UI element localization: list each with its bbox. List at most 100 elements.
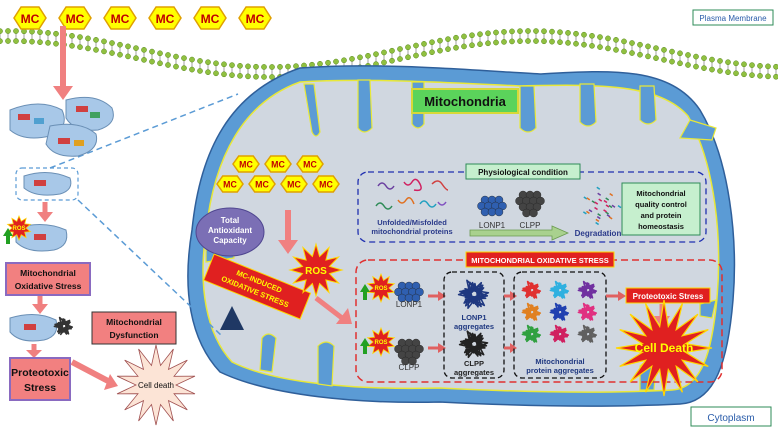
lipid-head-inner bbox=[589, 42, 595, 49]
clpp-agg-arrowhead bbox=[438, 343, 446, 353]
lipid-head-outer bbox=[757, 62, 763, 69]
lipid-head-inner bbox=[5, 38, 11, 44]
plasma-membrane-box bbox=[692, 9, 774, 26]
stress-title-box bbox=[465, 251, 615, 268]
lipid-head-inner bbox=[125, 53, 131, 60]
degraded-fragment bbox=[605, 204, 610, 208]
mc-down-arrowhead bbox=[278, 240, 298, 254]
lipid-head-outer bbox=[293, 63, 299, 69]
lipid-head-inner bbox=[261, 74, 267, 80]
lipid-head-inner bbox=[741, 71, 747, 78]
lipid-head-inner bbox=[525, 38, 531, 44]
mito-agg-arrowhead-2 bbox=[510, 343, 517, 353]
lipid-head-outer bbox=[93, 37, 99, 43]
ros-large-label: ROS bbox=[305, 266, 327, 277]
lipid-head-outer bbox=[525, 28, 531, 34]
antioxidant-line-3: Capacity bbox=[213, 236, 247, 245]
mc-hexagon: MC bbox=[264, 155, 292, 173]
lipid-head-inner bbox=[565, 40, 571, 46]
lipid-head-inner bbox=[133, 55, 139, 61]
balance-triangle bbox=[220, 306, 244, 330]
lipid-head-outer bbox=[581, 31, 587, 38]
up-arrow-clpp bbox=[360, 338, 370, 354]
lipid-head-inner bbox=[469, 42, 475, 49]
lipid-head-outer bbox=[269, 64, 275, 70]
lipid-head-outer bbox=[133, 45, 139, 51]
degraded-fragment bbox=[586, 210, 590, 215]
lipid-head-outer bbox=[181, 55, 187, 61]
lipid-head-inner bbox=[629, 50, 635, 56]
left-arrow-5 bbox=[70, 359, 112, 385]
lipid-head-inner bbox=[557, 39, 563, 46]
aggregate-strand bbox=[577, 302, 598, 321]
lipid-head-outer bbox=[37, 29, 43, 36]
lipid-head-inner bbox=[429, 49, 435, 56]
mc-hexagon-shape bbox=[280, 175, 308, 193]
lonp1-aggregate-blob bbox=[457, 279, 490, 309]
clpp-complex-physiological bbox=[515, 190, 545, 218]
lipid-head-inner bbox=[37, 39, 43, 46]
ros-burst-large bbox=[288, 242, 344, 298]
lipid-head-outer bbox=[173, 53, 179, 60]
quality-line-3: and protein bbox=[641, 211, 682, 220]
mc-hexagon-label: MC bbox=[319, 180, 333, 190]
lonp1-complex-stress bbox=[394, 281, 424, 303]
stress-title: MITOCHONDRIAL OXIDATIVE STRESS bbox=[471, 256, 609, 265]
lipid-head-inner bbox=[189, 66, 195, 73]
lipid-head-outer bbox=[717, 58, 723, 64]
up-arrow-left bbox=[3, 228, 13, 244]
lipid-head-inner bbox=[93, 47, 99, 53]
lipid-head-inner bbox=[701, 65, 707, 71]
lipid-head-inner bbox=[445, 46, 451, 52]
ros-clpp-label: ROS bbox=[374, 340, 387, 346]
ros-cell-organelle bbox=[34, 234, 46, 240]
lipid-head-outer bbox=[261, 64, 267, 70]
lipid-head-inner bbox=[437, 47, 443, 54]
lipid-head-inner bbox=[485, 40, 491, 47]
degraded-fragment bbox=[609, 192, 614, 197]
degraded-fragment bbox=[594, 201, 599, 205]
lonp1-complex-physiological bbox=[477, 195, 507, 217]
mc-hexagon-label: MC bbox=[156, 12, 175, 26]
lipid-head-inner bbox=[709, 66, 715, 73]
lipid-head-outer bbox=[733, 60, 739, 67]
lipid-head-inner bbox=[389, 57, 395, 64]
lipid-head-inner bbox=[13, 38, 19, 44]
left-arrowhead-5 bbox=[104, 374, 118, 390]
degraded-fragment bbox=[583, 196, 588, 200]
aggregate-strand bbox=[458, 330, 489, 359]
lipid-head-outer bbox=[165, 52, 171, 58]
lipid-head-outer bbox=[205, 59, 211, 66]
clpp-aggregate-blob bbox=[458, 330, 489, 359]
proteotoxic-arrowhead bbox=[618, 291, 626, 301]
lipid-head-outer bbox=[477, 31, 483, 38]
lipid-head-inner bbox=[173, 63, 179, 70]
lipid-head-outer bbox=[245, 63, 251, 70]
lipid-head-inner bbox=[765, 73, 771, 80]
lipid-head-inner bbox=[749, 72, 755, 78]
mc-hexagon-label: MC bbox=[111, 12, 130, 26]
mc-hexagon-label: MC bbox=[246, 12, 265, 26]
lipid-head-outer bbox=[85, 35, 91, 42]
lipid-head-outer bbox=[69, 32, 75, 39]
clpp-agg-line-2: aggregates bbox=[454, 368, 494, 377]
lipid-head-outer bbox=[501, 29, 507, 35]
antioxidant-ellipse bbox=[195, 207, 265, 257]
degradation-fragments bbox=[582, 186, 622, 226]
lipid-head-outer bbox=[605, 35, 611, 42]
mitochondria-label-box bbox=[411, 88, 519, 114]
physiological-title: Physiological condition bbox=[478, 168, 568, 177]
lipid-head-outer bbox=[597, 34, 603, 40]
degraded-fragment bbox=[588, 209, 593, 213]
lipid-head-outer bbox=[13, 28, 19, 34]
lipid-head-outer bbox=[445, 36, 451, 42]
lipid-head-outer bbox=[565, 30, 571, 36]
lipid-head-outer bbox=[253, 63, 259, 70]
lipid-head-outer bbox=[685, 52, 691, 58]
lipid-head-inner bbox=[197, 68, 203, 74]
unfolded-line-2: mitochondrial proteins bbox=[371, 227, 452, 236]
mc-hexagon-shape bbox=[248, 175, 276, 193]
